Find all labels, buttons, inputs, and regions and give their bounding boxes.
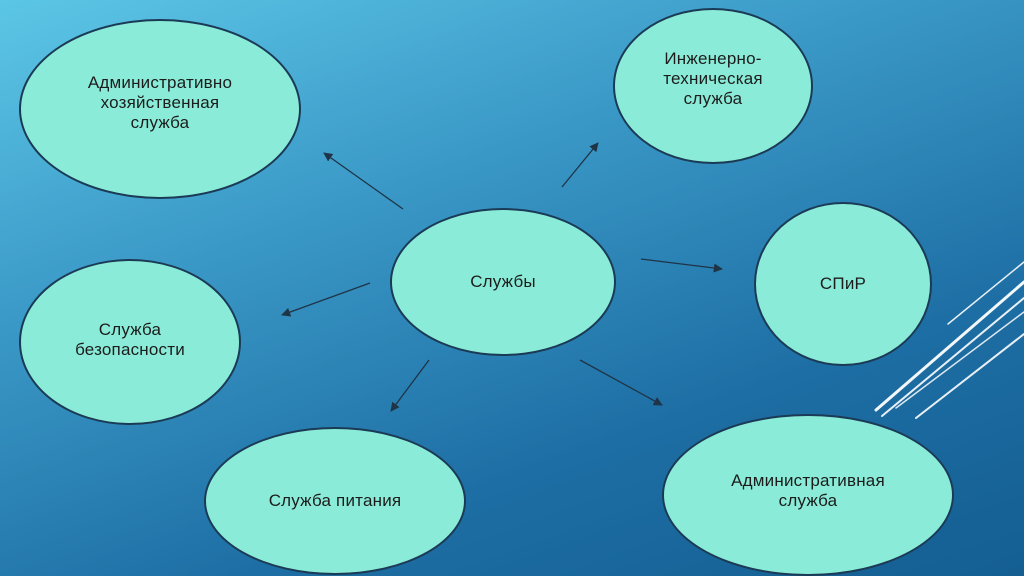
arrow-to-admin-household xyxy=(323,152,404,210)
arrow-to-food xyxy=(390,359,430,412)
node-label: Инженерно- техническая служба xyxy=(663,49,763,108)
arrow-to-administrative xyxy=(579,359,663,406)
node-label: Служба питания xyxy=(268,491,402,510)
node-administrative-service: Административная служба xyxy=(662,414,954,576)
center-node-services: Службы xyxy=(390,208,616,356)
decor-line xyxy=(915,333,1024,419)
node-label: Административная служба xyxy=(731,471,885,510)
decor-line xyxy=(947,261,1024,325)
arrow-to-spir xyxy=(640,258,723,273)
arrow-to-engineering xyxy=(561,142,599,188)
node-admin-household-service: Административно хозяйственная служба xyxy=(19,19,301,199)
node-security-service: Служба безопасности xyxy=(19,259,241,425)
node-label: СПиР xyxy=(819,274,867,293)
node-spir: СПиР xyxy=(754,202,932,366)
arrow-to-security xyxy=(281,282,371,317)
node-label: Служба безопасности xyxy=(75,320,185,359)
node-engineering-service: Инженерно- техническая служба xyxy=(613,8,813,164)
node-food-service: Служба питания xyxy=(204,427,466,575)
center-node-label: Службы xyxy=(470,272,536,291)
node-label: Административно хозяйственная служба xyxy=(87,73,233,132)
